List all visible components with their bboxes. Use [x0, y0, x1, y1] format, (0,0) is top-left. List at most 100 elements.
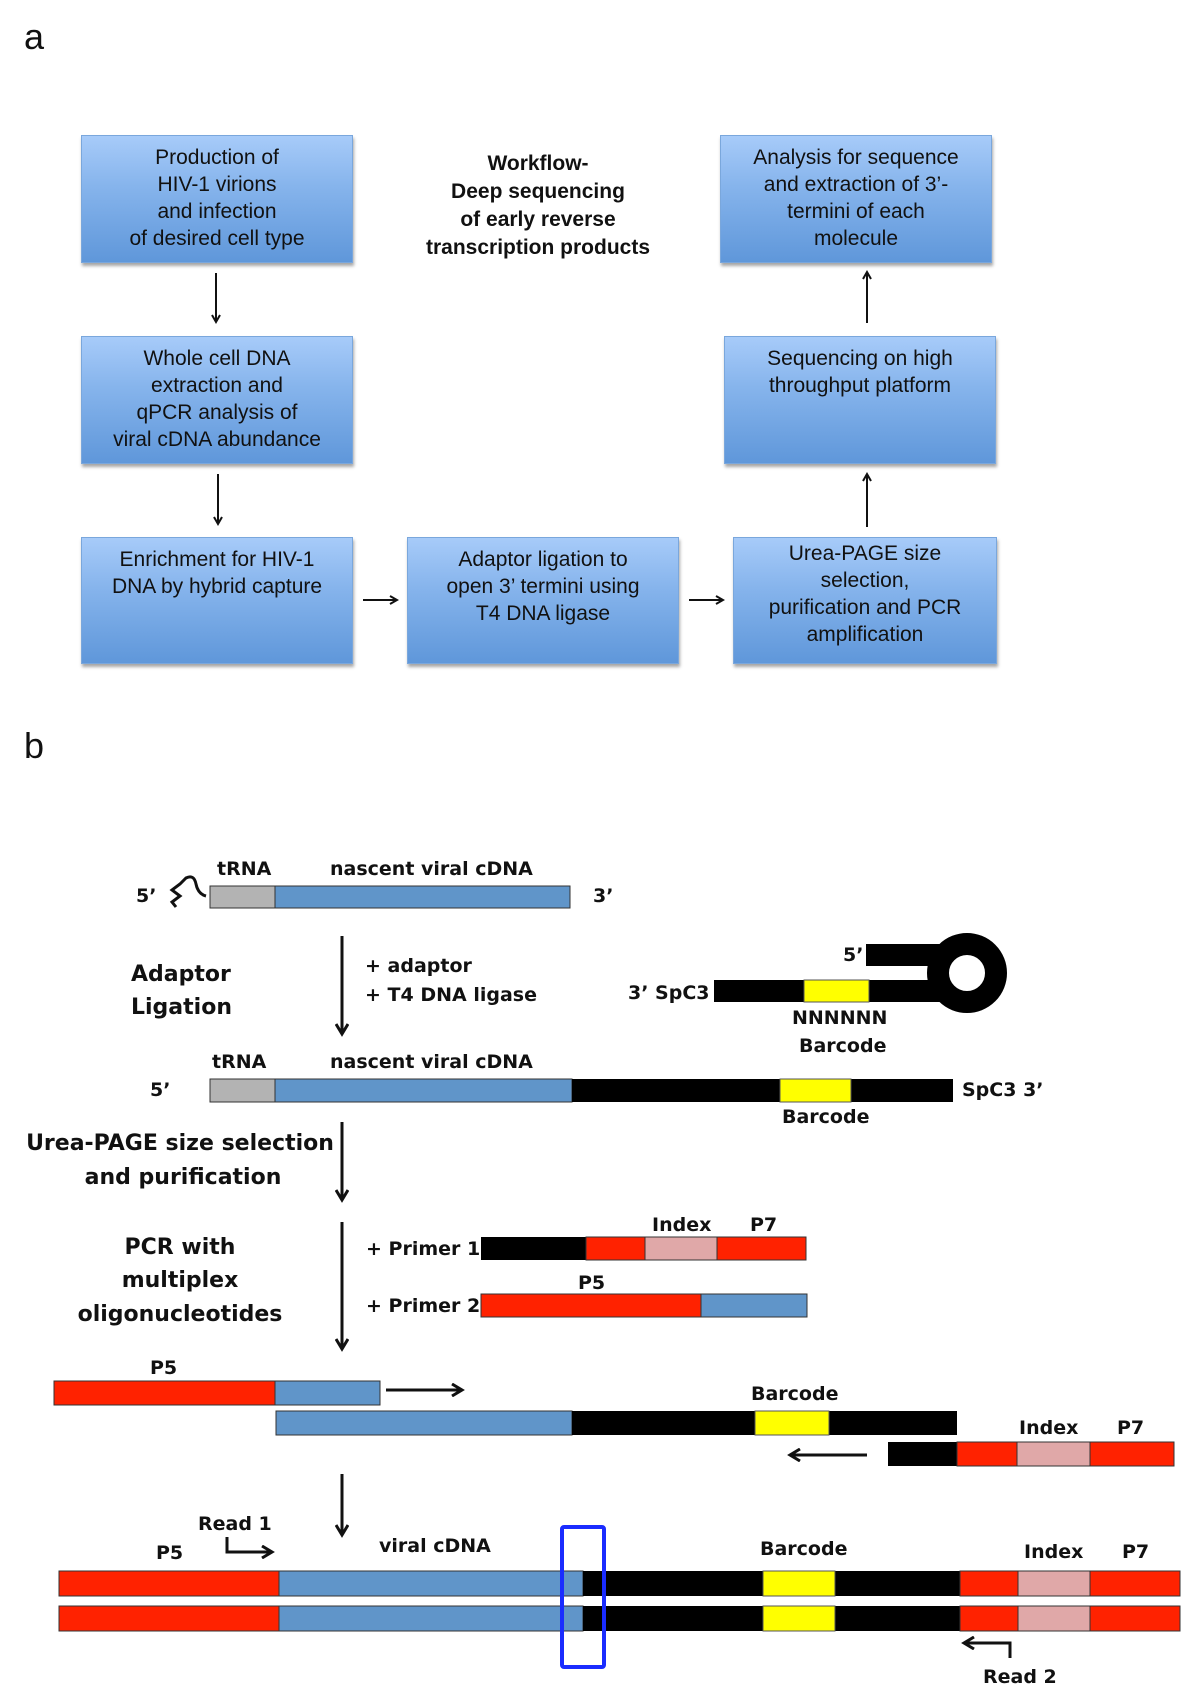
box-line: selection, — [820, 569, 910, 592]
reverse-primer-index — [1016, 1441, 1091, 1467]
adaptor-barcode — [803, 979, 870, 1003]
p5-label: P5 — [150, 1357, 177, 1379]
strand-p7 — [1089, 1570, 1181, 1597]
panel-b-label: b — [24, 725, 44, 766]
read1-label: Read 1 — [198, 1513, 272, 1535]
workflow-title-line: Workflow- — [487, 152, 589, 175]
trna-label: tRNA — [217, 858, 272, 880]
cdna-segment — [274, 885, 571, 909]
flow-box-analysis: Analysis for sequence and extraction of … — [720, 135, 992, 263]
p7-label: P7 — [1122, 1541, 1149, 1563]
template-barcode — [754, 1410, 830, 1436]
cdna-label: nascent viral cDNA — [330, 858, 533, 880]
barcode-label: Barcode — [782, 1106, 869, 1128]
barcode-sequence: NNNNNN — [792, 1007, 887, 1029]
pcr-label: oligonucleotides — [78, 1302, 283, 1327]
hairpin-adaptor: 3’ SpC3 5’ NNNNNN Barcode — [628, 933, 1007, 1057]
workflow-title: Workflow- Deep sequencing of early rever… — [398, 150, 678, 262]
primer1-index — [644, 1236, 718, 1261]
box-line: qPCR analysis of — [136, 401, 298, 424]
index-label: Index — [1019, 1417, 1078, 1439]
box-line: and extraction of 3’- — [763, 173, 949, 196]
adaptor-segment — [572, 1079, 953, 1102]
box-line: purification and PCR — [768, 596, 962, 619]
box-line: Adaptor ligation to — [458, 548, 628, 571]
reverse-primer-p7 — [1089, 1441, 1175, 1467]
box-line: HIV-1 virions — [157, 173, 277, 196]
adaptor-five-prime-label: 5’ — [843, 944, 863, 966]
workflow-title-line: of early reverse — [460, 208, 616, 231]
reagent-ligase: + T4 DNA ligase — [365, 984, 537, 1006]
urea-page-label: Urea-PAGE size selection — [26, 1131, 334, 1156]
adaptor-ligation-label: Adaptor — [131, 962, 231, 987]
reverse-primer-adaptor — [888, 1442, 957, 1466]
barcode-segment — [779, 1078, 852, 1103]
junction-highlight-box — [560, 1525, 606, 1669]
flow-box-extraction: Whole cell DNA extraction and qPCR analy… — [81, 336, 353, 464]
box-line: amplification — [806, 623, 924, 646]
strand-cdna — [278, 1605, 584, 1632]
flow-box-production: Production of HIV-1 virions and infectio… — [81, 135, 353, 263]
adaptor-three-prime-label: 3’ SpC3 — [628, 982, 710, 1004]
box-line: Analysis for sequence — [753, 146, 959, 169]
adaptor-ligation-label: Ligation — [131, 995, 232, 1020]
box-line: open 3’ termini using — [446, 575, 640, 598]
primer2-p5 — [480, 1293, 702, 1318]
trna-segment — [209, 1078, 276, 1103]
forward-primer-p5 — [53, 1380, 276, 1406]
pcr-label: PCR with — [125, 1235, 236, 1260]
strand-red — [959, 1605, 1019, 1632]
read2-arrow-icon — [964, 1643, 1012, 1658]
step1-molecule: 5’ tRNA nascent viral cDNA 3’ — [136, 858, 613, 909]
box-line: Sequencing on high — [767, 347, 953, 370]
step2-molecule: 5’ tRNA nascent viral cDNA SpC3 3’ Barco… — [150, 1051, 1044, 1128]
index-label: Index — [652, 1214, 711, 1236]
adaptor-stem-top — [866, 944, 944, 966]
workflow-title-line: Deep sequencing — [451, 180, 625, 203]
strand-p7 — [1089, 1605, 1181, 1632]
reverse-primer-red — [956, 1441, 1018, 1467]
p7-label: P7 — [1117, 1417, 1144, 1439]
box-line: extraction and — [151, 374, 283, 397]
five-prime-label: 5’ — [136, 885, 156, 907]
flow-box-sequencing: Sequencing on high throughput platform — [724, 336, 996, 464]
box-line: Urea-PAGE size — [788, 542, 942, 565]
p7-label: P7 — [750, 1214, 777, 1236]
strand-barcode — [762, 1605, 836, 1632]
box-line: Whole cell DNA — [143, 347, 291, 370]
step3-annealing: P5 Barcode Index P7 — [53, 1357, 1175, 1467]
trna-squiggle-icon — [169, 875, 207, 908]
strand-p5 — [58, 1570, 280, 1597]
box-line: viral cDNA abundance — [113, 428, 321, 451]
five-prime-label: 5’ — [150, 1079, 170, 1101]
strand-cdna — [278, 1570, 584, 1597]
final-library: P5 Read 1 viral cDNA Barcode Index P7 Re — [58, 1513, 1181, 1688]
box-line: throughput platform — [768, 374, 952, 397]
primer-1: + Primer 1 Index P7 — [366, 1214, 807, 1261]
primer2-cdna-part — [700, 1293, 808, 1318]
barcode-label: Barcode — [799, 1035, 886, 1057]
primer2-label: + Primer 2 — [366, 1295, 480, 1317]
adaptor-loop — [927, 933, 1007, 1013]
trna-label: tRNA — [212, 1051, 267, 1073]
primer1-red-part — [585, 1236, 646, 1261]
spc3-end-label: SpC3 3’ — [962, 1079, 1044, 1101]
box-line: of desired cell type — [129, 227, 305, 250]
read2-label: Read 2 — [983, 1666, 1057, 1688]
pcr-label: multiplex — [122, 1268, 239, 1293]
index-label: Index — [1024, 1541, 1083, 1563]
primer1-p7 — [716, 1236, 807, 1261]
box-line: molecule — [813, 227, 899, 250]
urea-page-label: and purification — [85, 1165, 282, 1190]
library-strand-bottom — [58, 1605, 1181, 1632]
strand-barcode — [762, 1570, 836, 1597]
strand-red — [959, 1570, 1019, 1597]
box-line: DNA by hybrid capture — [111, 575, 323, 598]
workflow-title-line: transcription products — [425, 236, 651, 259]
library-strand-top — [58, 1570, 1181, 1597]
trna-segment — [209, 885, 276, 909]
strand-index — [1017, 1570, 1091, 1597]
flow-box-enrichment: Enrichment for HIV-1 DNA by hybrid captu… — [81, 537, 353, 664]
box-line: Enrichment for HIV-1 — [119, 548, 315, 571]
cdna-label: viral cDNA — [379, 1535, 491, 1557]
